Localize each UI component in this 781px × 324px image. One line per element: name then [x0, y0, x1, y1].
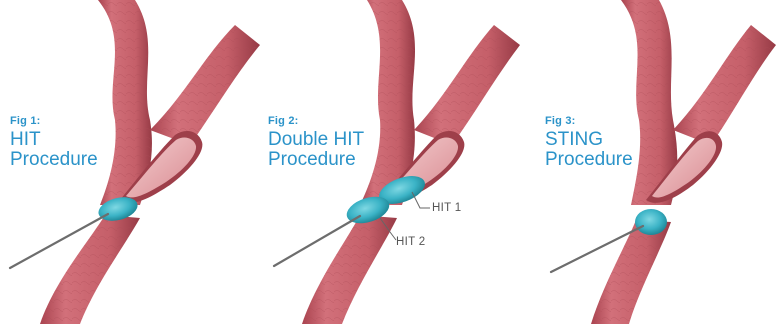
figure-panel-3: Fig 3: STING Procedure: [521, 0, 781, 324]
figure-title-line-1: Double HIT: [268, 130, 364, 151]
figure-caption: Fig 2: Double HIT Procedure: [268, 116, 364, 171]
figure-label: Fig 3:: [545, 116, 633, 128]
figure-title-line-2: Procedure: [10, 150, 98, 171]
figure-title-line-2: Procedure: [545, 150, 633, 171]
figure-label: Fig 1:: [10, 116, 98, 128]
figure-caption: Fig 3: STING Procedure: [545, 116, 633, 171]
figure-panel-2: Fig 2: Double HIT Procedure HIT 1 HIT 2: [262, 0, 522, 324]
callout-hit-2: HIT 2: [396, 236, 425, 248]
figure-panel-1: Fig 1: HIT Procedure: [0, 0, 260, 324]
figure-title-line-1: STING: [545, 130, 633, 151]
figure-title-line-1: HIT: [10, 130, 98, 151]
figure-caption: Fig 1: HIT Procedure: [10, 116, 98, 171]
callout-hit-1: HIT 1: [432, 202, 461, 214]
injection-bolus-icon: [635, 209, 667, 235]
figure-title-line-2: Procedure: [268, 150, 364, 171]
figure-label: Fig 2:: [268, 116, 364, 128]
